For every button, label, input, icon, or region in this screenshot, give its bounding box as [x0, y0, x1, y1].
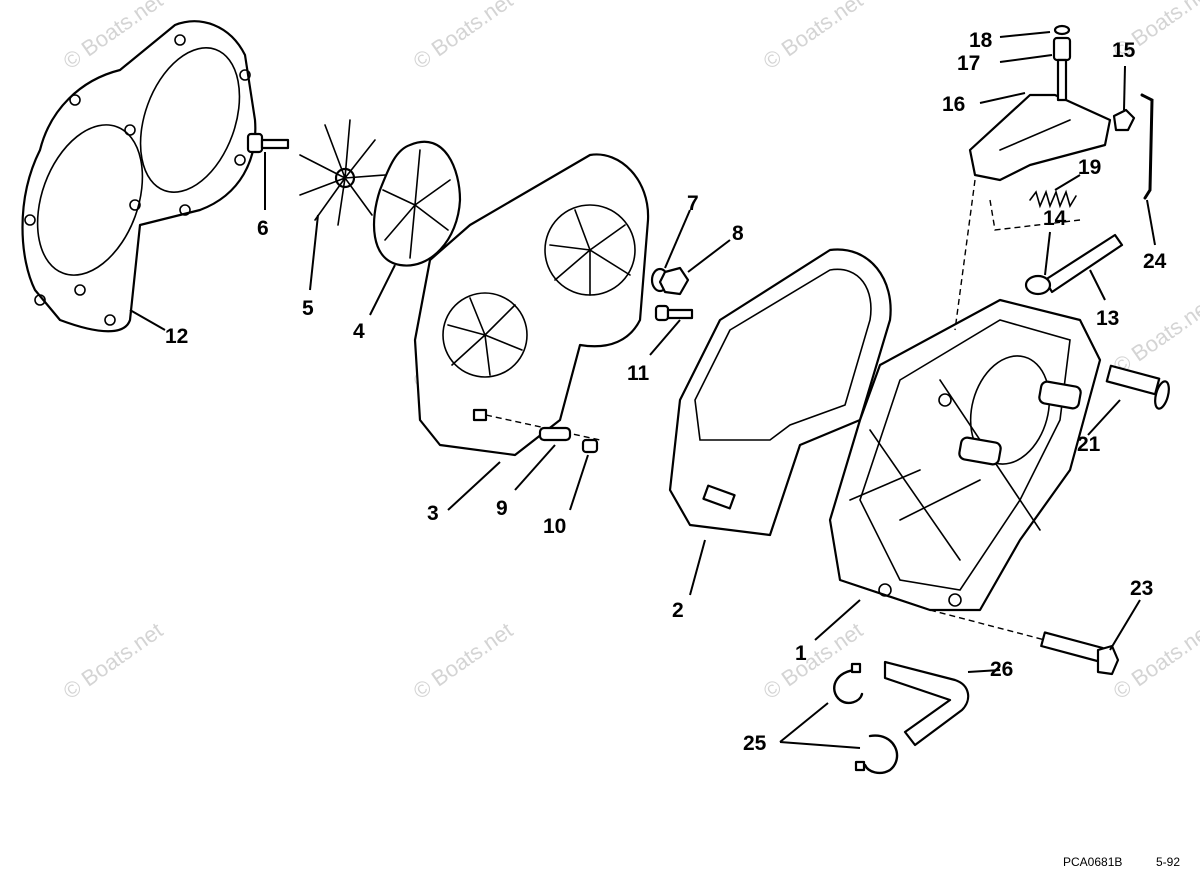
figure-date: 5-92: [1156, 855, 1180, 869]
clamp-part-25: [833, 662, 899, 775]
callout-21: 21: [1077, 433, 1101, 456]
callout-2: 2: [672, 599, 684, 622]
callout-7: 7: [687, 192, 699, 215]
valve-part-14: [1024, 274, 1052, 296]
callout-19: 19: [1078, 156, 1101, 179]
nut-part-8: [658, 266, 690, 296]
callout-9: 9: [496, 497, 508, 520]
callout-3: 3: [427, 502, 439, 525]
callout-6: 6: [257, 217, 269, 240]
callout-18: 18: [969, 29, 993, 52]
callout-16: 16: [942, 93, 965, 116]
dash-line: [989, 199, 1081, 231]
pump-plate-part-3: [413, 153, 650, 457]
gasket-part-2: [668, 248, 892, 537]
gasket-part-12: [21, 20, 257, 333]
callout-1: 1: [795, 642, 807, 665]
callout-13: 13: [1096, 307, 1119, 330]
callout-25: 25: [743, 732, 767, 755]
lever-arm-part-16: [968, 93, 1112, 182]
watermark: © Boats.net: [409, 617, 518, 704]
bolt-part-21: [1105, 364, 1170, 410]
callout-4: 4: [353, 320, 365, 343]
dash-line: [954, 179, 976, 331]
callout-8: 8: [732, 222, 744, 245]
hose-part-26: [883, 660, 970, 747]
callout-17: 17: [957, 52, 980, 75]
screw-part-6: [246, 132, 290, 154]
bolt-part-23: [1040, 631, 1120, 676]
callout-23: 23: [1130, 577, 1153, 600]
spring-part-19: [1029, 189, 1077, 209]
watermark: © Boats.net: [409, 0, 518, 74]
figure-code: PCA0681B: [1063, 855, 1122, 869]
sleeve-part-17: [1052, 36, 1072, 102]
callout-12: 12: [165, 325, 188, 348]
callout-11: 11: [627, 362, 650, 385]
star-impeller-part-5: [299, 119, 386, 226]
leader-lines: [129, 31, 1156, 749]
housing-part-1: [828, 298, 1102, 612]
callout-24: 24: [1143, 250, 1167, 273]
callout-5: 5: [302, 297, 314, 320]
watermark: © Boats.net: [1109, 292, 1200, 379]
rod-part-24: [1140, 93, 1154, 200]
callout-26: 26: [990, 658, 1013, 681]
pin-part-9: [538, 426, 572, 442]
watermark: © Boats.net: [759, 617, 868, 704]
dash-line: [929, 609, 1046, 641]
screw-part-11: [654, 304, 694, 322]
petal-disc-part-4: [372, 140, 462, 267]
callout-15: 15: [1112, 39, 1136, 62]
valve-rod-part-13: [1043, 233, 1124, 294]
watermark: © Boats.net: [59, 617, 168, 704]
screw-part-10: [581, 438, 599, 454]
callout-10: 10: [543, 515, 566, 538]
nut-part-15: [1112, 108, 1136, 132]
callouts: 1 2 3 4 5 6 7 8 9 10 11 12 13 14 15 16 1…: [165, 29, 1167, 755]
clip-part-18: [1053, 24, 1071, 36]
callout-14: 14: [1043, 207, 1067, 230]
watermark: © Boats.net: [759, 0, 868, 74]
